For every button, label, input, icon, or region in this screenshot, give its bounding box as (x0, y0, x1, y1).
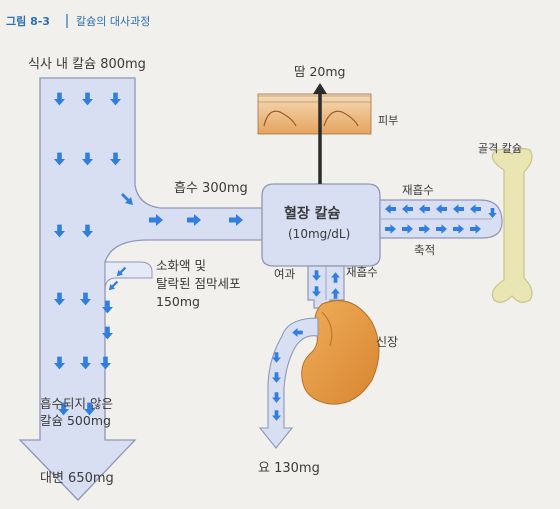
blood-plasma-label-line1: 혈장 칼슘 (284, 205, 341, 222)
feces-label: 대변 650mg (40, 471, 114, 486)
figure-title: 칼슘의 대사과정 (76, 15, 150, 28)
kidney-reabsorption-label: 재흡수 (346, 265, 378, 279)
secretion-label-line3: 150mg (156, 294, 200, 309)
figure-number: 그림 8-3 (6, 15, 50, 28)
urine-label: 요 130mg (258, 461, 320, 476)
sweat-label: 땀 20mg (294, 64, 346, 79)
filtration-label: 여과 (274, 267, 296, 281)
unabsorbed-label-line2: 칼슘 500mg (40, 413, 111, 428)
blood-plasma-label-line2: (10mg/dL) (288, 227, 350, 241)
bone-deposition-label: 축적 (414, 243, 435, 257)
blood-plasma-box (261, 183, 381, 267)
bone (491, 148, 533, 303)
bone-resorption-label: 재흡수 (402, 183, 434, 197)
bone-label: 골격 칼슘 (478, 142, 522, 155)
skin-label: 피부 (378, 114, 398, 127)
kidney-label: 신장 (376, 335, 398, 349)
kidney (301, 300, 380, 405)
secretion-label-line2: 탈락된 점막세포 (156, 276, 240, 291)
dietary-calcium-label: 식사 내 칼슘 800mg (28, 57, 146, 72)
figure-caption: 그림 8-3 칼슘의 대사과정 (6, 14, 150, 28)
unabsorbed-label-line1: 흡수되지 않은 (40, 396, 113, 411)
secretion-label-line1: 소화액 및 (156, 258, 206, 273)
intestine-pipe (18, 77, 271, 501)
absorption-label: 흡수 300mg (174, 181, 248, 196)
secretion-notch (104, 261, 153, 291)
skin-illustration (257, 93, 372, 135)
